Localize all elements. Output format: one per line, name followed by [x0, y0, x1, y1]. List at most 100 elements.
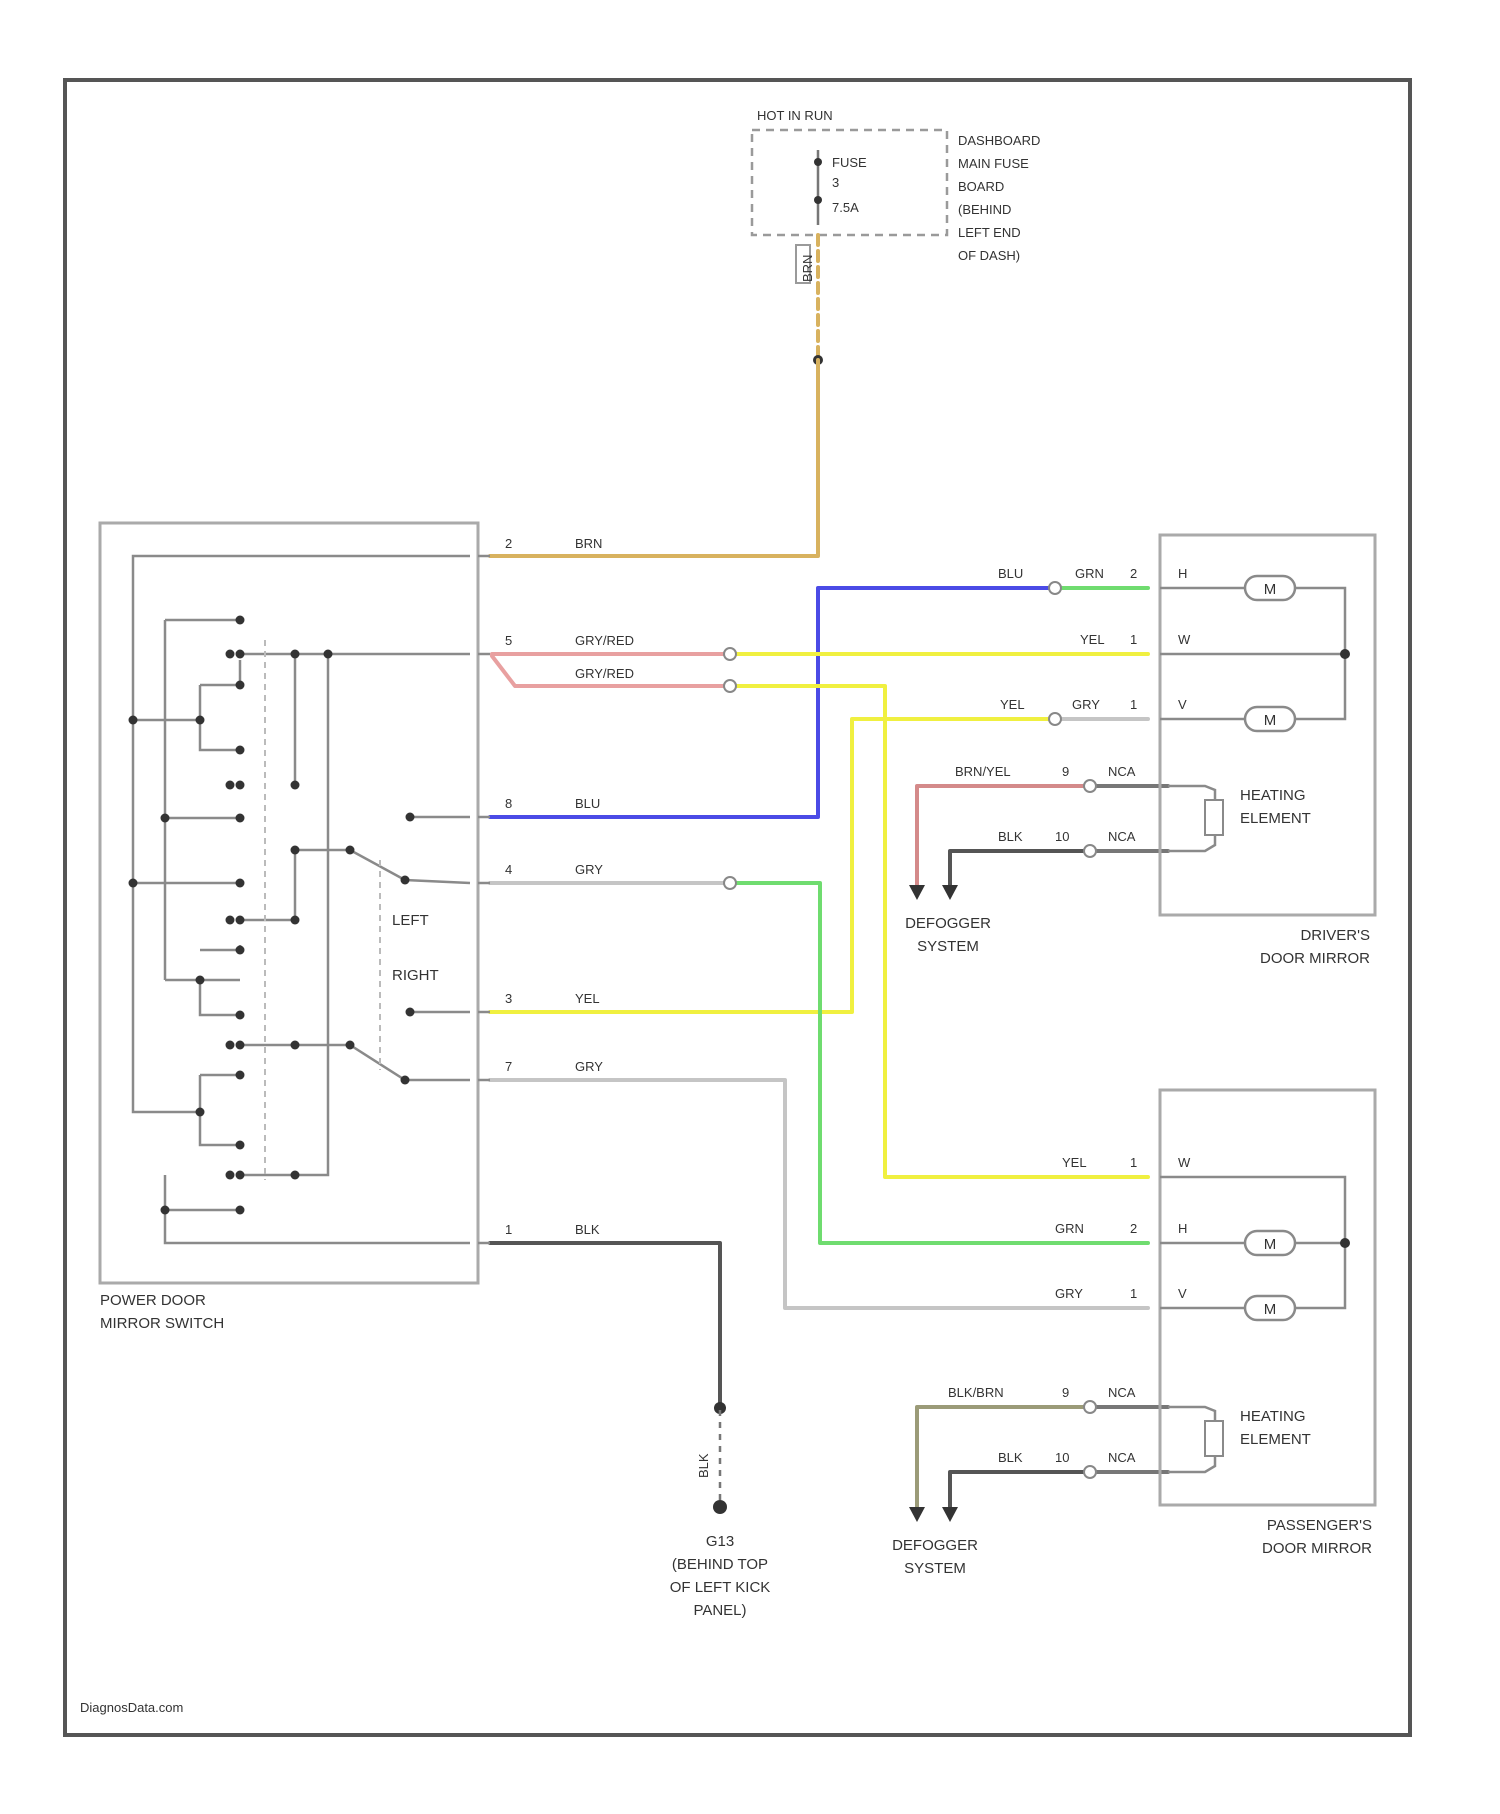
svg-text:V: V — [1178, 697, 1187, 712]
svg-text:GRN: GRN — [1055, 1221, 1084, 1236]
driver-heater-line1: HEATING — [1240, 787, 1306, 804]
svg-text:BLU: BLU — [998, 566, 1023, 581]
svg-text:H: H — [1178, 566, 1187, 581]
drivers-mirror-title-line2: DOOR MIRROR — [1260, 950, 1370, 967]
svg-text:2: 2 — [1130, 566, 1137, 581]
driver-motor-v: M — [1245, 707, 1295, 731]
passengers-mirror-title-line2: DOOR MIRROR — [1262, 1540, 1372, 1557]
passenger-heater-line1: HEATING — [1240, 1408, 1306, 1425]
svg-text:9: 9 — [1062, 1385, 1069, 1400]
wire-brn-feed — [490, 360, 818, 556]
svg-text:BRN/YEL: BRN/YEL — [955, 764, 1011, 779]
svg-text:GRN: GRN — [1075, 566, 1104, 581]
switch-title-line1: POWER DOOR — [100, 1292, 206, 1309]
svg-text:M: M — [1264, 712, 1277, 729]
svg-text:4: 4 — [505, 862, 512, 877]
svg-text:5: 5 — [505, 633, 512, 648]
svg-text:GRY: GRY — [575, 1059, 603, 1074]
svg-text:BLK/BRN: BLK/BRN — [948, 1385, 1004, 1400]
svg-text:SYSTEM: SYSTEM — [917, 938, 979, 955]
hot-in-run-label: HOT IN RUN — [757, 108, 833, 123]
svg-text:1: 1 — [1130, 632, 1137, 647]
defogger-label-driver: DEFOGGER SYSTEM — [905, 915, 991, 955]
switch-pin-labels: 2 BRN 5 GRY/RED GRY/RED 8 BLU 4 GRY 3 YE… — [505, 536, 634, 1237]
wire-blu — [490, 588, 1055, 817]
fuse-label: FUSE — [832, 155, 867, 170]
fuse-number: 3 — [832, 175, 839, 190]
drivers-mirror-title-line1: DRIVER'S — [1300, 927, 1370, 944]
svg-text:NCA: NCA — [1108, 764, 1136, 779]
svg-text:BLK: BLK — [575, 1222, 600, 1237]
wire-grn-passenger-h — [735, 883, 1148, 1243]
svg-text:YEL: YEL — [1000, 697, 1025, 712]
svg-text:SYSTEM: SYSTEM — [904, 1560, 966, 1577]
fuse-rating: 7.5A — [832, 200, 859, 215]
driver-heater-line2: ELEMENT — [1240, 810, 1311, 827]
svg-text:1: 1 — [505, 1222, 512, 1237]
fuse-feed-wire-label: BRN — [800, 255, 815, 282]
svg-text:H: H — [1178, 1221, 1187, 1236]
svg-text:DEFOGGER: DEFOGGER — [892, 1537, 978, 1554]
svg-text:(BEHIND: (BEHIND — [958, 202, 1011, 217]
svg-text:OF DASH): OF DASH) — [958, 248, 1020, 263]
fuse-block: HOT IN RUN FUSE 3 7.5A DASHBOARD MAIN FU… — [752, 108, 1040, 283]
svg-text:W: W — [1178, 1155, 1191, 1170]
svg-text:7: 7 — [505, 1059, 512, 1074]
svg-text:1: 1 — [1130, 1155, 1137, 1170]
svg-text:V: V — [1178, 1286, 1187, 1301]
svg-text:BOARD: BOARD — [958, 179, 1004, 194]
svg-text:BRN: BRN — [575, 536, 602, 551]
switch-title-line2: MIRROR SWITCH — [100, 1315, 224, 1332]
svg-text:PANEL): PANEL) — [693, 1602, 746, 1619]
drivers-mirror-wire-labels: BLU GRN 2 YEL 1 YEL GRY 1 BRN/YEL 9 NCA … — [955, 566, 1137, 844]
diagram-border — [65, 80, 1410, 1735]
svg-text:W: W — [1178, 632, 1191, 647]
svg-text:3: 3 — [505, 991, 512, 1006]
svg-text:BLK: BLK — [998, 1450, 1023, 1465]
switch-right-label: RIGHT — [392, 967, 439, 984]
svg-text:GRY: GRY — [1072, 697, 1100, 712]
connector-terminals — [724, 582, 1096, 1478]
svg-text:LEFT END: LEFT END — [958, 225, 1021, 240]
svg-text:DEFOGGER: DEFOGGER — [905, 915, 991, 932]
svg-text:(BEHIND TOP: (BEHIND TOP — [672, 1556, 768, 1573]
power-door-mirror-switch: LEFT RIGHT POWER DOOR MIRROR SWITCH — [100, 523, 490, 1332]
svg-text:10: 10 — [1055, 829, 1069, 844]
passengers-mirror-title-line1: PASSENGER'S — [1267, 1517, 1372, 1534]
svg-text:YEL: YEL — [1080, 632, 1105, 647]
svg-text:1: 1 — [1130, 1286, 1137, 1301]
wire-yel-pin3 — [490, 719, 1050, 1012]
svg-text:BLU: BLU — [575, 796, 600, 811]
ground-wire-label: BLK — [696, 1453, 711, 1478]
ground-id: G13 — [706, 1533, 734, 1550]
svg-text:NCA: NCA — [1108, 1450, 1136, 1465]
svg-text:NCA: NCA — [1108, 1385, 1136, 1400]
svg-text:9: 9 — [1062, 764, 1069, 779]
svg-text:2: 2 — [1130, 1221, 1137, 1236]
passenger-motor-v: M — [1245, 1296, 1295, 1320]
svg-text:8: 8 — [505, 796, 512, 811]
svg-text:NCA: NCA — [1108, 829, 1136, 844]
switch-left-label: LEFT — [392, 912, 429, 929]
passenger-motor-h: M — [1245, 1231, 1295, 1255]
wire-blk-passenger — [950, 1472, 1085, 1507]
svg-text:1: 1 — [1130, 697, 1137, 712]
svg-text:2: 2 — [505, 536, 512, 551]
svg-text:BLK: BLK — [998, 829, 1023, 844]
svg-text:MAIN FUSE: MAIN FUSE — [958, 156, 1029, 171]
svg-text:OF LEFT KICK: OF LEFT KICK — [670, 1579, 771, 1596]
passenger-heater-line2: ELEMENT — [1240, 1431, 1311, 1448]
svg-text:GRY/RED: GRY/RED — [575, 633, 634, 648]
svg-text:DASHBOARD: DASHBOARD — [958, 133, 1040, 148]
svg-text:GRY: GRY — [575, 862, 603, 877]
svg-text:M: M — [1264, 1236, 1277, 1253]
ground-labels: BLK G13 (BEHIND TOP OF LEFT KICK PANEL) — [670, 1453, 771, 1619]
svg-text:YEL: YEL — [1062, 1155, 1087, 1170]
wire-blk-ground — [490, 1243, 720, 1408]
passengers-door-mirror: M M HEATING ELEMENT W H V PASSENGER'S DO… — [1160, 1090, 1375, 1557]
svg-text:GRY: GRY — [1055, 1286, 1083, 1301]
driver-motor-h: M — [1245, 576, 1295, 600]
drivers-door-mirror: M M HEATING ELEMENT H W V DRIVER'S DOOR … — [1160, 535, 1375, 967]
svg-text:M: M — [1264, 1301, 1277, 1318]
